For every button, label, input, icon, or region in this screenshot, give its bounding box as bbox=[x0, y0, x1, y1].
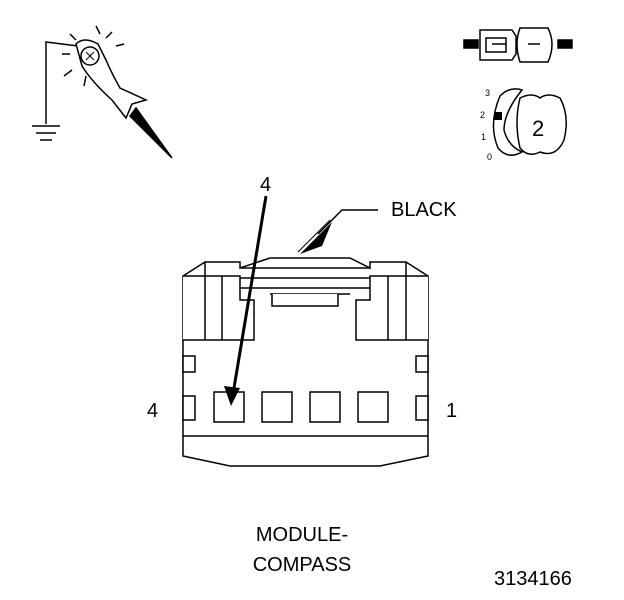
pin-callout-label: 4 bbox=[260, 174, 272, 196]
connector-color-label: BLACK bbox=[391, 199, 457, 221]
pin-callout-arrow bbox=[224, 195, 268, 406]
pin-number-right: 1 bbox=[446, 400, 458, 422]
dial-step-number: 2 bbox=[532, 116, 545, 141]
connector-adapter-icon bbox=[463, 27, 573, 63]
test-light-probe-icon bbox=[32, 25, 173, 159]
dial-tick-3: 3 bbox=[485, 88, 491, 98]
pin-cavity-3 bbox=[261, 391, 293, 423]
selector-dial-icon bbox=[492, 88, 567, 156]
connector-body bbox=[182, 257, 429, 467]
dial-tick-1: 1 bbox=[481, 132, 487, 142]
ground-symbol-icon bbox=[32, 125, 60, 141]
pin-cavity-1 bbox=[357, 391, 389, 423]
pin-cavity-2 bbox=[309, 391, 341, 423]
connector-name-line2: COMPASS bbox=[252, 554, 352, 576]
dial-tick-0: 0 bbox=[487, 152, 493, 162]
dial-tick-2: 2 bbox=[480, 110, 486, 120]
color-callout-arrow bbox=[297, 209, 378, 254]
figure-reference-number: 3134166 bbox=[494, 568, 572, 590]
pin-number-left: 4 bbox=[147, 400, 159, 422]
connector-name-line1: MODULE- bbox=[255, 524, 349, 546]
